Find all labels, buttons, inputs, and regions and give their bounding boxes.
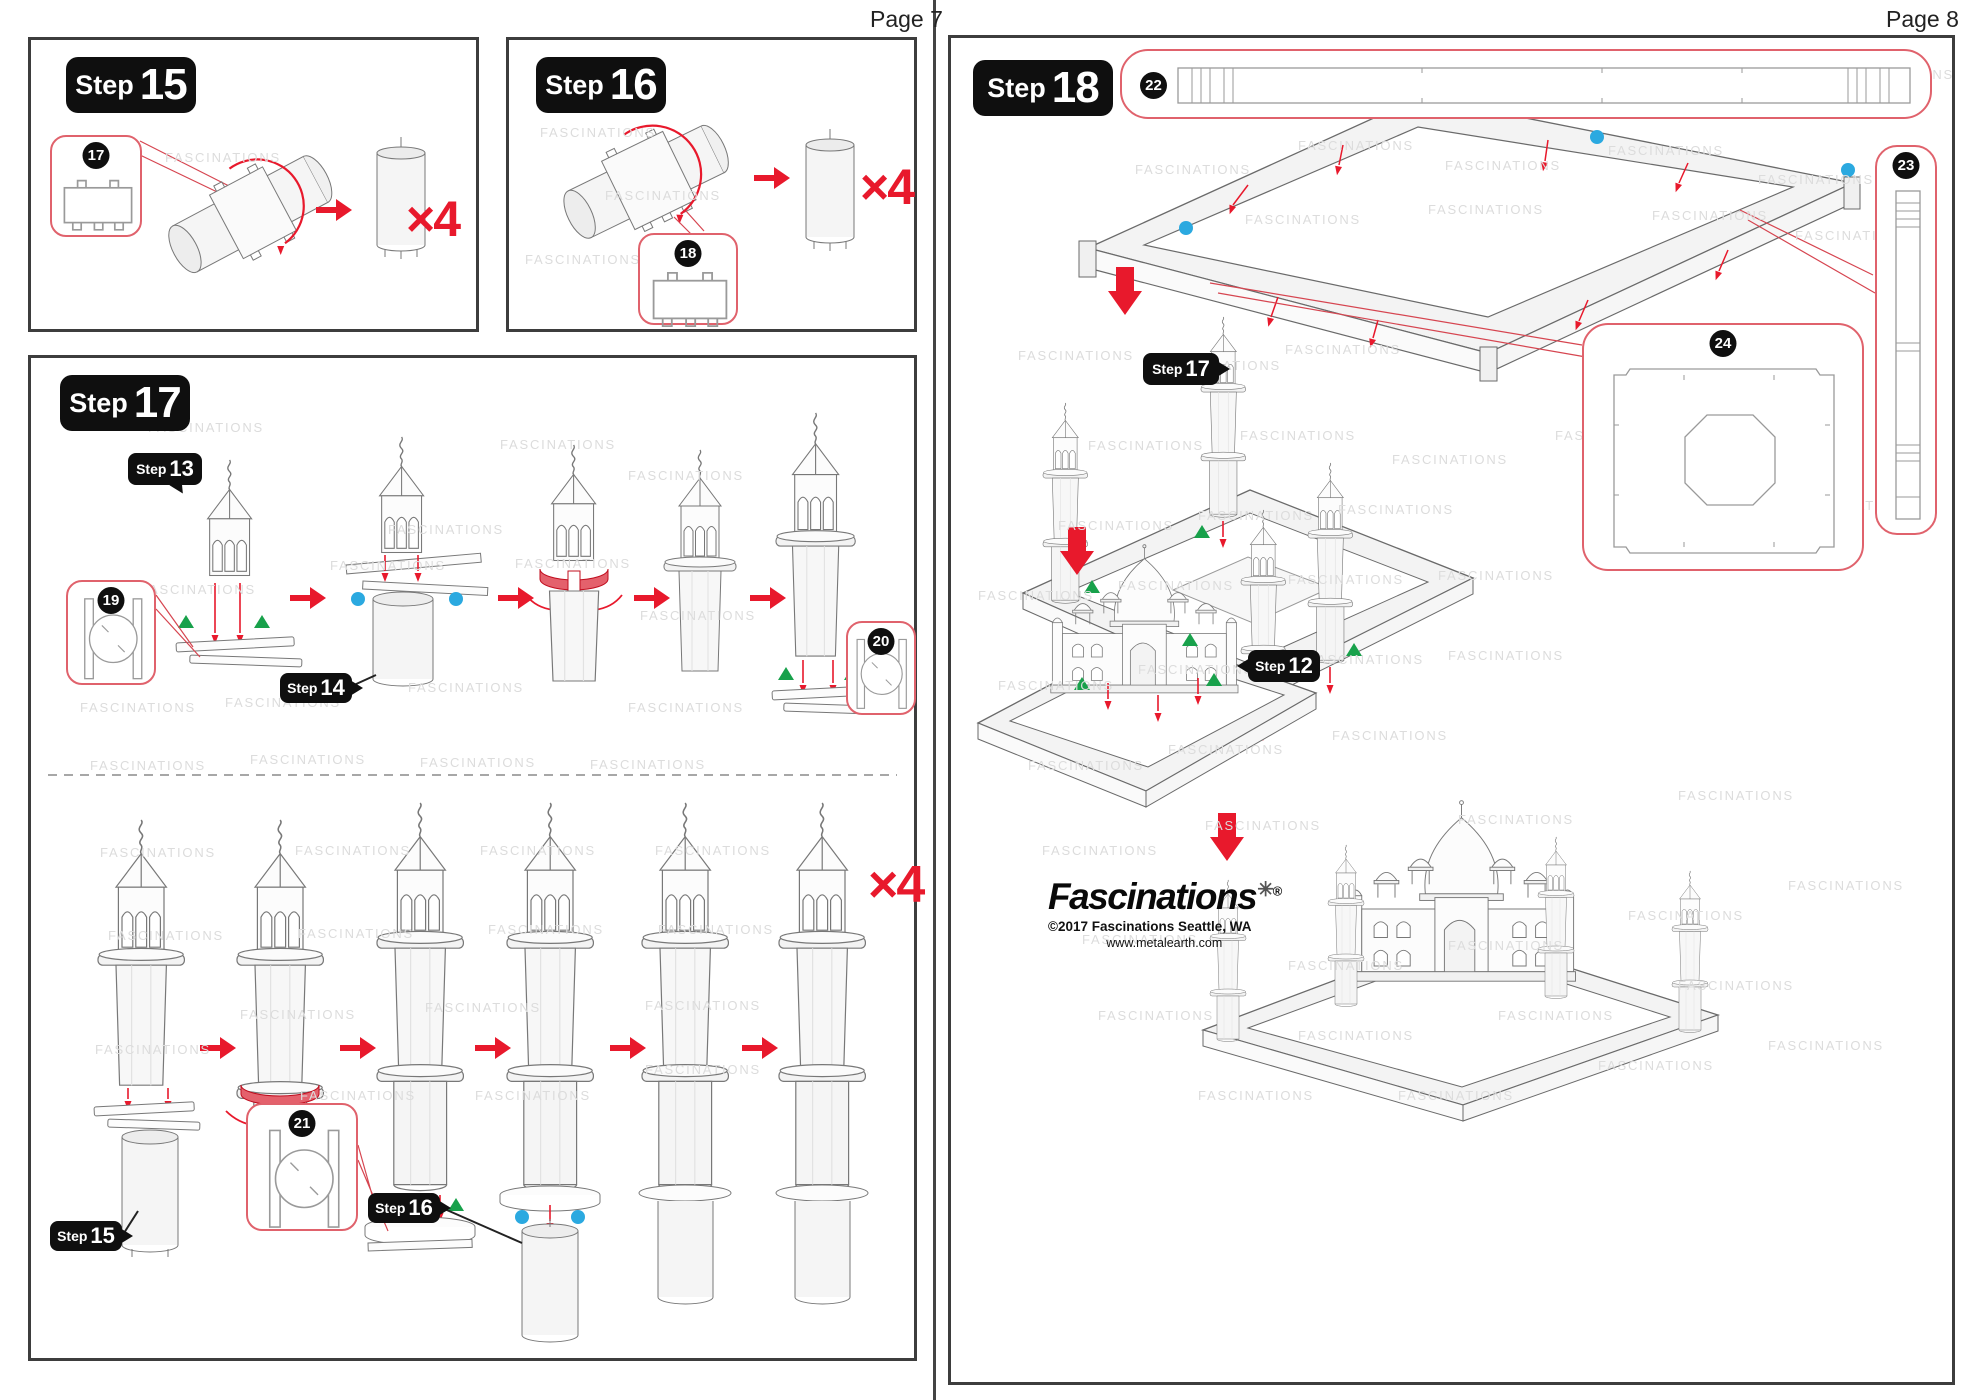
cylinder-result-illustration bbox=[805, 128, 855, 252]
part-22-callout: 22 bbox=[1120, 49, 1932, 119]
minaret-top-illustration bbox=[550, 444, 597, 562]
minaret-top-illustration bbox=[206, 459, 253, 577]
starburst-icon: ✳ bbox=[1257, 878, 1274, 901]
step-18-scene bbox=[976, 90, 1876, 1122]
minaret-top-illustration bbox=[378, 436, 425, 554]
part-21-badge: 21 bbox=[288, 1110, 316, 1137]
step-16-heading: Step 16 bbox=[536, 57, 666, 113]
part-24-badge: 24 bbox=[1709, 330, 1737, 357]
step-17-multiplier: ×4 bbox=[868, 856, 925, 914]
part-22-drawing bbox=[1177, 67, 1911, 104]
step-16-multiplier: ×4 bbox=[860, 159, 915, 215]
step-18-heading: Step 18 bbox=[973, 60, 1113, 116]
step-15-heading: Step 15 bbox=[66, 57, 196, 113]
cylinder-illustration bbox=[372, 591, 434, 687]
part-23-badge: 23 bbox=[1892, 152, 1920, 179]
finished-model-illustration bbox=[1200, 800, 1721, 1122]
step-17-scene bbox=[48, 355, 897, 1343]
part-21-callout: 21 bbox=[246, 1103, 358, 1231]
step-15-scene bbox=[139, 136, 426, 274]
minaret-illustration bbox=[642, 803, 728, 1191]
step-13-ref-badge: Step 13 bbox=[128, 453, 202, 485]
step-16-scene bbox=[563, 124, 855, 252]
column-illustration bbox=[548, 590, 600, 682]
step-16-number: 16 bbox=[609, 60, 658, 109]
brand-logo: Fascinations✳® ©2017 Fascinations Seattl… bbox=[1048, 876, 1282, 950]
part-18-badge: 18 bbox=[674, 240, 702, 267]
part-19-badge: 19 bbox=[97, 587, 125, 614]
minaret-illustration bbox=[98, 820, 184, 1085]
step-12-ref-badge: Step 12 bbox=[1248, 650, 1320, 682]
arrow-right-icon bbox=[754, 167, 790, 189]
part-24-drawing bbox=[1613, 368, 1835, 554]
step-15-multiplier: ×4 bbox=[406, 191, 461, 247]
page-7-label: Page 7 bbox=[870, 6, 943, 32]
part-17-callout: 17 bbox=[50, 135, 142, 237]
step-18-word: Step bbox=[987, 72, 1046, 103]
copyright-text: ©2017 Fascinations Seattle, WA bbox=[1048, 919, 1252, 934]
part-17-badge: 17 bbox=[82, 142, 110, 169]
part-23-callout: 23 bbox=[1875, 145, 1937, 535]
part-23-drawing bbox=[1895, 190, 1921, 520]
step-16-word: Step bbox=[545, 69, 604, 100]
brand-name: Fascinations bbox=[1048, 876, 1258, 917]
part-19-callout: 19 bbox=[66, 580, 156, 685]
arrow-down-icon bbox=[1210, 813, 1244, 861]
step-17-word: Step bbox=[69, 387, 128, 418]
minaret-illustration bbox=[664, 450, 736, 671]
part-24-callout: 24 bbox=[1582, 323, 1864, 571]
cylinder-illustration bbox=[121, 1129, 179, 1257]
cylinder-illustration bbox=[638, 1184, 732, 1305]
page-8-label: Page 8 bbox=[1886, 6, 1959, 32]
page-divider bbox=[933, 0, 936, 1400]
minaret-illustration bbox=[779, 803, 865, 1191]
step-18-number: 18 bbox=[1051, 63, 1100, 112]
cylinder-wrapping-illustration bbox=[563, 124, 729, 239]
step-17-number: 17 bbox=[133, 378, 182, 427]
step-17-ref-badge: Step 17 bbox=[1143, 353, 1219, 385]
cylinder-rolling-illustration bbox=[168, 155, 333, 274]
website-text: www.metalearth.com bbox=[1106, 936, 1223, 950]
step-14-ref-badge: Step 14 bbox=[280, 673, 352, 703]
minaret-illustration bbox=[507, 803, 593, 1191]
step-15-number: 15 bbox=[139, 60, 188, 109]
step-16-ref-badge: Step 16 bbox=[368, 1193, 440, 1223]
cylinder-illustration bbox=[775, 1184, 869, 1305]
part-22-badge: 22 bbox=[1140, 72, 1167, 99]
part-18-callout: 18 bbox=[638, 233, 738, 327]
part-20-badge: 20 bbox=[867, 628, 895, 655]
minaret-illustration bbox=[377, 803, 463, 1191]
part-20-callout: 20 bbox=[846, 621, 916, 715]
step-15-word: Step bbox=[75, 69, 134, 100]
step-15-ref-badge: Step 15 bbox=[50, 1221, 122, 1251]
registered-mark: ® bbox=[1272, 883, 1282, 899]
cylinder-illustration bbox=[521, 1219, 579, 1343]
minaret-illustration bbox=[776, 413, 855, 656]
step-17-heading: Step 17 bbox=[60, 375, 190, 431]
brand-logo-text: Fascinations✳® bbox=[1048, 876, 1282, 917]
